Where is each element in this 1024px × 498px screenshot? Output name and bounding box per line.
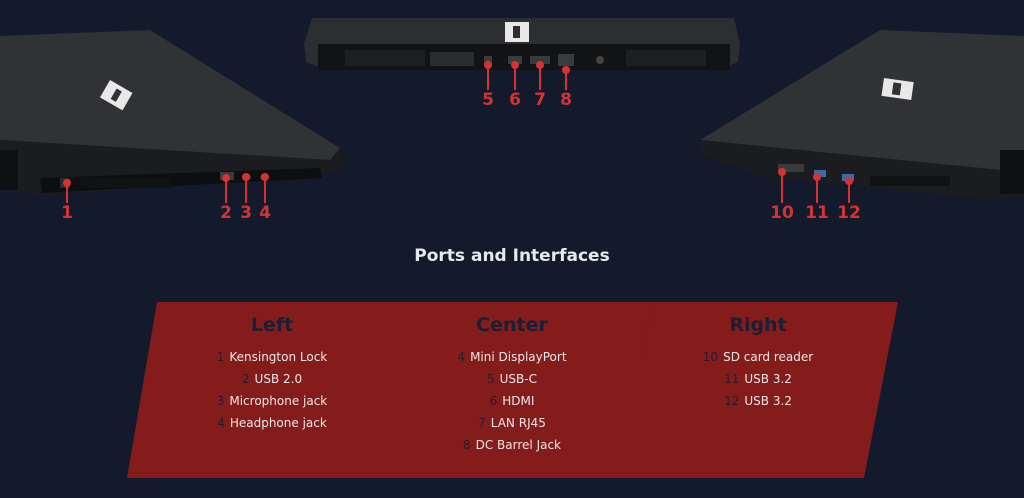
port-number: 10: [702, 350, 719, 364]
callout-dot: [511, 61, 519, 69]
callout-dot: [562, 66, 570, 74]
port-number: 6: [489, 394, 498, 408]
port-number: 5: [487, 372, 495, 386]
port-label: Headphone jack: [229, 416, 327, 430]
callout-10: 10: [770, 203, 794, 223]
list-item: 8 DC Barrel Jack: [402, 434, 622, 456]
port-number: 3: [216, 394, 225, 408]
port-number: 1: [216, 350, 225, 364]
callout-3: 3: [240, 203, 252, 223]
list-item: 5 USB-C: [402, 368, 622, 390]
panel-title-right: Right: [729, 314, 787, 336]
list-item: 4 Headphone jack: [162, 412, 382, 434]
list-item: 12 USB 3.2: [648, 390, 868, 412]
port-number: 4: [457, 350, 466, 364]
port-number: 2: [241, 372, 250, 386]
callout-12: 12: [837, 203, 861, 223]
port-label: USB-C: [499, 372, 537, 386]
laptop-left-view: [0, 30, 345, 196]
list-item: 7 LAN RJ45: [402, 412, 622, 434]
port-label: LAN RJ45: [490, 416, 546, 430]
callout-6: 6: [509, 90, 521, 110]
callout-dot: [484, 61, 492, 69]
port-label: Kensington Lock: [229, 350, 328, 364]
port-number: 8: [462, 438, 471, 452]
list-item: 1 Kensington Lock: [162, 346, 382, 368]
laptop-right-view: [700, 30, 1024, 200]
port-number: 7: [478, 416, 486, 430]
panel-right-background: [618, 302, 898, 478]
callout-8: 8: [560, 90, 572, 110]
ports-panel-left: Left 1 Kensington Lock 2 USB 2.0 3 Micropho…: [162, 312, 382, 434]
list-item: 2 USB 2.0: [162, 368, 382, 390]
list-item: 10 SD card reader: [648, 346, 868, 368]
port-label: USB 2.0: [254, 372, 303, 386]
section-title: Ports and Interfaces: [414, 246, 610, 266]
port-label: USB 3.2: [744, 372, 792, 386]
port-number: 12: [724, 394, 740, 408]
panel-left-background: [127, 302, 406, 478]
port-list-center: 4 Mini DisplayPort 5 USB-C 6 HDMI 7 LAN RJ45…: [402, 346, 622, 456]
callout-dot: [242, 173, 250, 181]
port-label: USB 3.2: [744, 394, 792, 408]
panel-center-background: [372, 302, 652, 478]
port-label: SD card reader: [723, 350, 814, 364]
port-label: DC Barrel Jack: [475, 438, 562, 452]
panel-title-center: Center: [476, 314, 548, 336]
port-list-left: 1 Kensington Lock 2 USB 2.0 3 Microphone ja…: [162, 346, 382, 434]
callout-dot: [845, 177, 853, 185]
port-label: HDMI: [502, 394, 535, 408]
callout-dot: [536, 61, 544, 69]
callout-7: 7: [534, 90, 546, 110]
laptop-views: [0, 18, 1024, 203]
callout-dot: [261, 173, 269, 181]
list-item: 6 HDMI: [402, 390, 622, 412]
port-number: 11: [724, 372, 740, 386]
callout-dot: [222, 174, 230, 182]
callout-11: 11: [805, 203, 829, 223]
port-number: 4: [217, 416, 225, 430]
port-label: Mini DisplayPort: [470, 350, 567, 364]
callout-5: 5: [482, 90, 494, 110]
callout-4: 4: [259, 203, 271, 223]
callout-dot: [813, 173, 821, 181]
list-item: 11 USB 3.2: [648, 368, 868, 390]
laptop-rear-view: [304, 18, 740, 70]
port-label: Microphone jack: [229, 394, 328, 408]
callout-markers: [63, 61, 853, 203]
callout-2: 2: [220, 203, 232, 223]
callout-dot: [778, 168, 786, 176]
list-item: 4 Mini DisplayPort: [402, 346, 622, 368]
panel-title-left: Left: [250, 314, 294, 336]
list-item: 3 Microphone jack: [162, 390, 382, 412]
callout-1: 1: [61, 203, 73, 223]
callout-dot: [63, 179, 71, 187]
